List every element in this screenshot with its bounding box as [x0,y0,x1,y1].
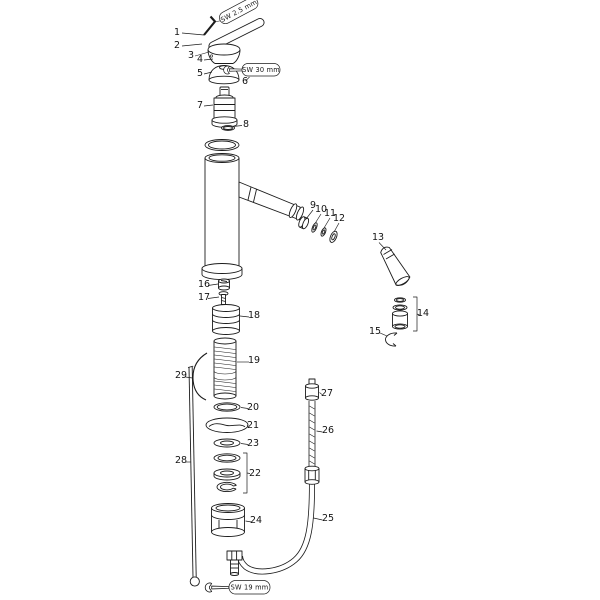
part-label-22: 22 [249,468,261,479]
part-label-15: 15 [369,326,381,337]
part-label-17: 17 [198,292,210,303]
pullout-hose [237,483,315,575]
part-label-25: 25 [322,513,334,524]
part-label-5: 5 [197,68,203,79]
bracket-14-tick [416,313,420,316]
escutcheon [205,417,249,433]
part-label-11: 11 [324,208,336,219]
bracket-22-tick [246,472,251,474]
threaded-rod [187,365,200,587]
cartridge [211,86,238,128]
leader-lines [181,32,388,523]
spray-head [380,246,411,286]
washer [213,438,241,448]
handle-lever [208,18,265,51]
part-label-16: 16 [198,279,210,290]
part-label-18: 18 [248,310,260,321]
aerator-stack [392,297,408,330]
spout-part-12 [329,230,338,243]
handle-base [207,43,241,64]
part-label-1: 1 [174,27,180,38]
part-label-20: 20 [247,402,259,413]
spout-part-10 [311,222,318,233]
part-label-21: 21 [247,420,259,431]
retaining-clip [385,332,398,347]
screw [218,291,229,305]
hose-top-fitting [305,378,319,401]
part-label-12: 12 [333,213,345,224]
spout [238,181,305,221]
part-label-24: 24 [250,515,262,526]
o-ring-small [221,125,235,131]
annotation-sw-19-mm: SW 19 mm [231,584,269,592]
part-label-27: 27 [321,388,333,399]
part-label-9: 9 [310,200,316,211]
annotation-sw-30-mm: SW 30 mm [242,66,280,74]
part-label-10: 10 [315,204,327,215]
securing-wire [192,352,208,401]
spout-part-9 [298,216,310,230]
o-ring-base [213,402,241,412]
sw-19-annotation: SW 19 mm [228,580,271,595]
threaded-shank [213,337,237,400]
check-valve [218,278,230,291]
part-label-29: 29 [175,370,187,381]
spout-part-11 [320,227,327,237]
part-label-14: 14 [417,308,429,319]
part-label-2: 2 [174,40,180,51]
part-label-8: 8 [243,119,249,130]
part-label-7: 7 [197,100,203,111]
faucet-body [201,153,243,280]
o-ring-large [204,139,240,151]
supply-hose [308,401,316,467]
connection-shaft [212,304,240,335]
bracket-22 [243,452,248,494]
part-label-19: 19 [248,355,260,366]
part-label-6: 6 [242,76,248,87]
part-label-23: 23 [247,438,259,449]
hose-end-fitting [226,550,243,576]
mounting-socket [211,503,245,537]
wrench-19-icon [204,582,230,593]
part-label-28: 28 [175,455,187,466]
part-label-26: 26 [322,425,334,436]
part-label-3: 3 [188,50,194,61]
part-label-4: 4 [197,54,203,65]
fastening-set [213,453,241,493]
hose-connector [304,465,320,485]
sw-30-annotation: SW 30 mm [241,63,281,77]
part-label-13: 13 [372,232,384,243]
